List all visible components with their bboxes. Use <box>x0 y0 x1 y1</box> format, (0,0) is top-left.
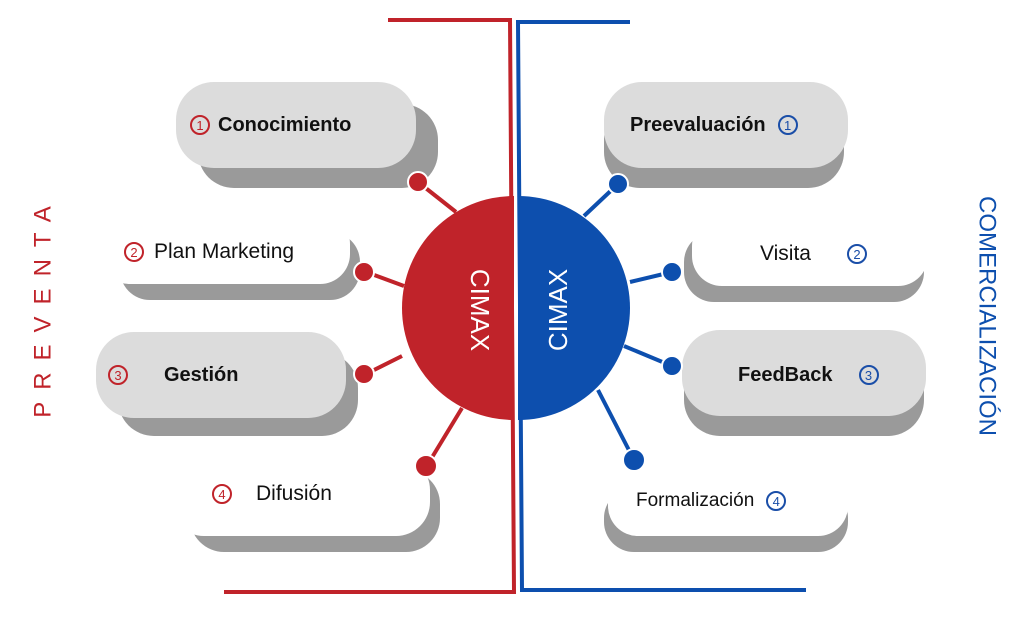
right-item-4-number: 4 <box>766 491 787 511</box>
left-bubble-shapes <box>96 82 440 552</box>
center-label-left: CIMAX <box>465 269 495 351</box>
center-label-right: CIMAX <box>543 269 573 351</box>
right-item-2-number: 2 <box>846 244 867 264</box>
side-title-preventa: PREVENTA <box>29 194 56 418</box>
right-item-3-label: FeedBack <box>738 363 833 386</box>
right-item-1-label: Preevaluación <box>630 113 766 136</box>
left-item-3-label: Gestión <box>164 363 239 386</box>
right-item-3: FeedBack 3 <box>738 358 918 392</box>
center-left-half <box>402 196 514 420</box>
right-bubble-shapes <box>604 82 928 552</box>
left-item-4: 4 Difusión <box>212 478 412 510</box>
right-item-3-number: 3 <box>858 365 879 385</box>
left-item-2: 2 Plan Marketing <box>124 236 354 268</box>
left-item-2-label: Plan Marketing <box>154 240 295 263</box>
center-right-half <box>518 196 630 420</box>
left-item-2-number: 2 <box>124 242 144 262</box>
left-item-4-number: 4 <box>212 484 232 504</box>
left-item-3-number: 3 <box>108 365 128 385</box>
right-item-4: Formalización 4 <box>636 485 846 517</box>
right-item-4-label: Formalización <box>636 490 755 511</box>
left-item-1-label: Conocimiento <box>218 113 352 136</box>
right-item-2: Visita 2 <box>760 238 910 270</box>
right-connector-dots <box>607 173 683 472</box>
left-connector-dots <box>353 171 438 478</box>
side-title-comercializacion: COMERCIALIZACIÓN <box>974 196 1001 436</box>
left-item-3: 3 Gestión <box>108 358 328 392</box>
right-item-2-label: Visita <box>760 242 811 265</box>
right-item-1: Preevaluación 1 <box>630 108 840 142</box>
left-item-1: 1 Conocimiento <box>190 108 410 142</box>
right-item-1-number: 1 <box>777 115 798 135</box>
left-item-4-label: Difusión <box>256 482 332 505</box>
left-item-1-number: 1 <box>190 115 210 135</box>
